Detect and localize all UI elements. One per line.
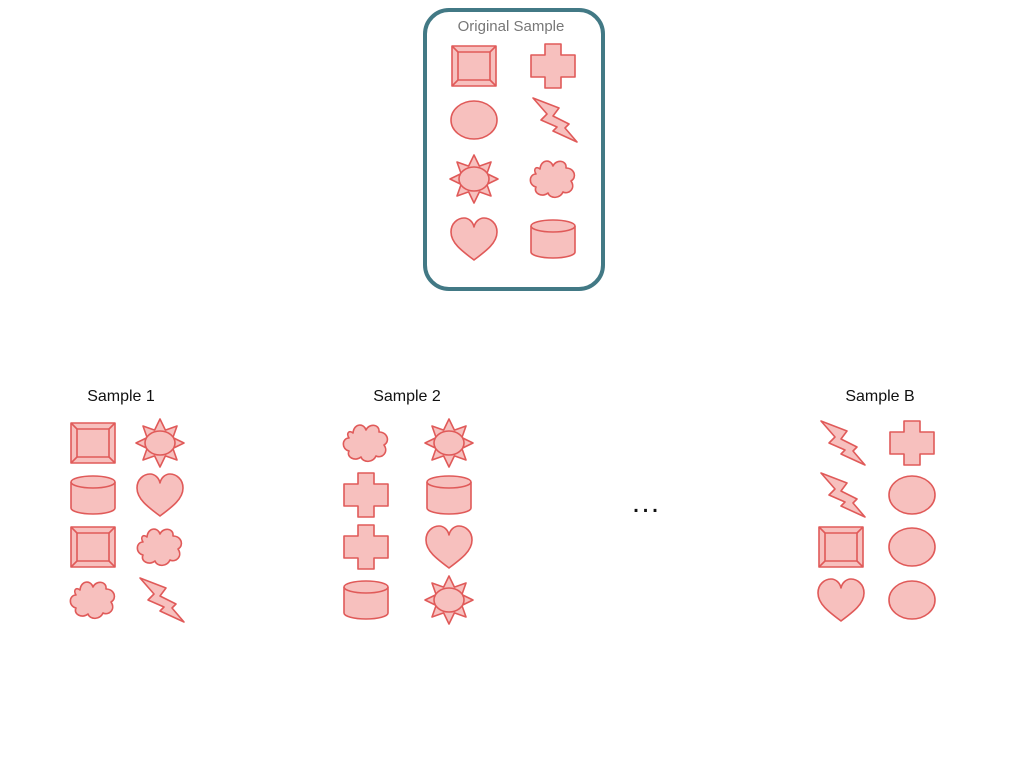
sample-3-lightning-icon: [820, 420, 866, 466]
original-cloud-icon: [529, 160, 576, 199]
sample-3-ellipse-icon: [888, 475, 936, 515]
sample-2-sun-icon: [424, 575, 474, 625]
sample-2-cylinder-icon: [426, 475, 472, 515]
sample-2-cloud-icon: [342, 424, 389, 463]
original-lightning-icon: [532, 97, 578, 143]
original-cross-icon: [530, 43, 576, 89]
sample-3-bevel-icon: [818, 526, 864, 568]
sample-3-heart-icon: [817, 578, 865, 622]
sample-2-title: Sample 2: [373, 388, 441, 405]
sample-1-lightning-icon: [139, 577, 185, 623]
sample-3-lightning-icon: [820, 472, 866, 518]
sample-1-cloud-icon: [69, 581, 116, 620]
original-ellipse-icon: [450, 100, 498, 140]
original-cylinder-icon: [530, 219, 576, 259]
sample-1-sun-icon: [135, 418, 185, 468]
sample-b-title: Sample B: [845, 388, 915, 405]
sample-1-title: Sample 1: [87, 388, 155, 405]
original-sample-title: Original Sample: [457, 18, 565, 35]
original-bevel-icon: [451, 45, 497, 87]
original-sample-frame: [423, 8, 605, 291]
sample-2-cross-icon: [343, 524, 389, 570]
sample-1-heart-icon: [136, 473, 184, 517]
original-heart-icon: [450, 217, 498, 261]
sample-2-heart-icon: [425, 525, 473, 569]
sample-1-bevel-icon: [70, 526, 116, 568]
original-sun-icon: [449, 154, 499, 204]
sample-1-cloud-icon: [136, 528, 183, 567]
sample-2-sun-icon: [424, 418, 474, 468]
ellipsis: …: [630, 486, 662, 519]
sample-3-ellipse-icon: [888, 580, 936, 620]
sample-2-cylinder-icon: [343, 580, 389, 620]
sample-1-bevel-icon: [70, 422, 116, 464]
sample-2-cross-icon: [343, 472, 389, 518]
sample-3-cross-icon: [889, 420, 935, 466]
sample-3-ellipse-icon: [888, 527, 936, 567]
sample-1-cylinder-icon: [70, 475, 116, 515]
